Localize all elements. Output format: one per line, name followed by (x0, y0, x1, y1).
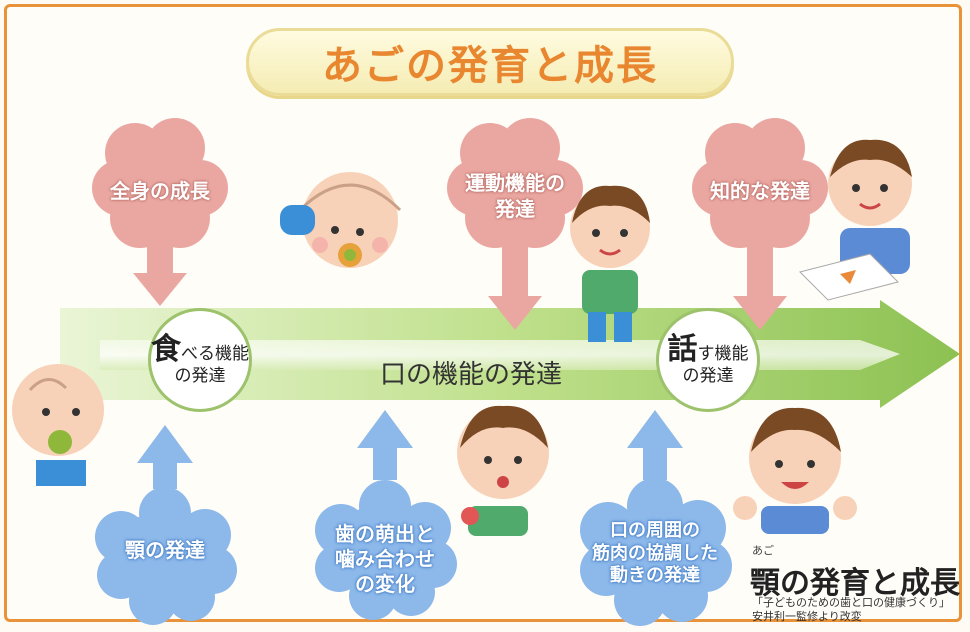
node-speaking-rest: す機能 (697, 343, 749, 364)
cloud-body-growth (92, 118, 228, 306)
caption-source: 「子どものための歯と口の健康づくり」 安井利一監修より改変 (752, 596, 950, 625)
node-speaking: 話す機能 の発達 (656, 308, 760, 412)
flower-teeth (315, 410, 457, 620)
label-muscle-line3: 動きの発達 (610, 565, 700, 586)
band-label: 口の機能の発達 (380, 360, 563, 390)
baby-with-pacifier-illustration (12, 364, 104, 486)
flower-jaw (95, 425, 237, 625)
cloud-intellect (692, 118, 828, 330)
label-jaw: 顎の発達 (125, 538, 205, 562)
caption-source-line1: 「子どものための歯と口の健康づくり」 (752, 596, 950, 609)
caption-title: 顎の発育と成長 (750, 566, 960, 601)
label-muscle: 口の周囲の 筋肉の協調した 動きの発達 (578, 520, 732, 588)
flower-muscle (580, 410, 732, 626)
label-motor-line1: 運動機能の (465, 171, 565, 195)
label-teeth: 歯の萌出と 噛み合わせ の変化 (323, 522, 447, 597)
title-banner: あごの発育と成長 (246, 28, 734, 96)
node-speaking-kanji: 話 (667, 331, 698, 367)
drawing-child-illustration (799, 139, 912, 301)
cloud-motor (447, 118, 583, 330)
node-eating-sub: の発達 (174, 366, 226, 387)
label-muscle-line2: 筋肉の協調した (592, 542, 718, 564)
node-eating: 食べる機能 の発達 (148, 308, 252, 412)
crawling-baby-illustration (280, 172, 402, 268)
node-speaking-sub: の発達 (682, 366, 734, 387)
label-intellect: 知的な発達 (710, 179, 810, 203)
label-muscle-line1: 口の周囲の (610, 520, 700, 541)
page-title: あごの発育と成長 (322, 43, 658, 89)
node-eating-rest: べる機能 (181, 343, 249, 364)
walking-child-illustration (570, 185, 650, 342)
caption-source-line2: 安井利一監修より改変 (752, 610, 862, 624)
label-teeth-line1: 歯の萌出と (335, 522, 435, 546)
label-motor-line2: 発達 (495, 197, 535, 221)
label-teeth-line2: 噛み合わせ (335, 547, 435, 571)
eating-child-illustration (457, 405, 549, 536)
caption-ruby: あご (752, 544, 774, 557)
talking-child-illustration (733, 407, 857, 534)
label-body-growth: 全身の成長 (110, 179, 210, 203)
node-eating-kanji: 食 (151, 331, 181, 367)
label-motor: 運動機能の 発達 (457, 170, 573, 222)
label-teeth-line3: の変化 (355, 572, 415, 596)
